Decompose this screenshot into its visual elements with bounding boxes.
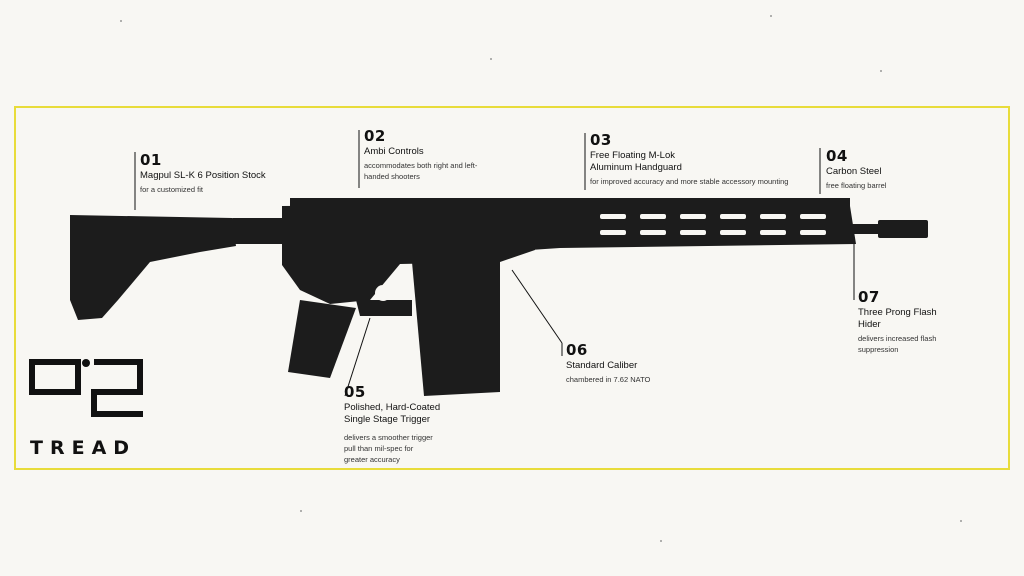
callout-desc: chambered in 7.62 NATO <box>566 375 651 384</box>
speck <box>490 58 492 60</box>
callout-title: Three Prong Flash Hider <box>858 307 937 330</box>
callout-desc: free floating barrel <box>826 181 887 190</box>
callout-caliber: 06 Standard Caliber chambered in 7.62 NA… <box>566 342 676 385</box>
callout-barrel: 04 Carbon Steel free floating barrel <box>826 148 926 191</box>
callout-title: Polished, Hard-Coated Single Stage Trigg… <box>344 402 441 425</box>
speck <box>880 70 882 72</box>
callout-title: Magpul SL-K 6 Position Stock <box>140 170 266 181</box>
callout-number: 01 <box>140 151 162 169</box>
speck <box>770 15 772 17</box>
brand-name: TREAD <box>30 437 137 459</box>
speck <box>660 540 662 542</box>
callout-title: Standard Caliber <box>566 360 638 371</box>
callout-desc: for a customized fit <box>140 185 203 194</box>
speck <box>300 510 302 512</box>
callout-ambi-controls: 02 Ambi Controls accommodates both right… <box>364 128 494 182</box>
callout-handguard: 03 Free Floating M-Lok Aluminum Handguar… <box>590 132 795 187</box>
callout-desc: delivers a smoother trigger pull than mi… <box>344 433 433 464</box>
callout-title: Ambi Controls <box>364 146 424 157</box>
callout-flash-hider: 07 Three Prong Flash Hider delivers incr… <box>858 289 938 355</box>
callout-desc: for improved accuracy and more stable ac… <box>590 177 789 186</box>
callout-number: 04 <box>826 147 848 165</box>
callout-title: Carbon Steel <box>826 166 882 177</box>
callout-number: 05 <box>344 383 366 401</box>
callout-trigger: 05 Polished, Hard-Coated Single Stage Tr… <box>344 384 444 465</box>
callout-number: 03 <box>590 131 612 149</box>
callout-number: 02 <box>364 127 386 145</box>
callout-number: 07 <box>858 288 880 306</box>
speck <box>960 520 962 522</box>
tread-logo-icon <box>29 359 143 417</box>
callout-desc: accommodates both right and left-handed … <box>364 161 478 181</box>
callout-stock: 01 Magpul SL-K 6 Position Stock for a cu… <box>140 152 300 195</box>
callout-number: 06 <box>566 341 588 359</box>
speck <box>120 20 122 22</box>
callout-title: Free Floating M-Lok Aluminum Handguard <box>590 150 682 173</box>
frame-border <box>14 106 1010 470</box>
callout-desc: delivers increased flash suppression <box>858 334 937 354</box>
